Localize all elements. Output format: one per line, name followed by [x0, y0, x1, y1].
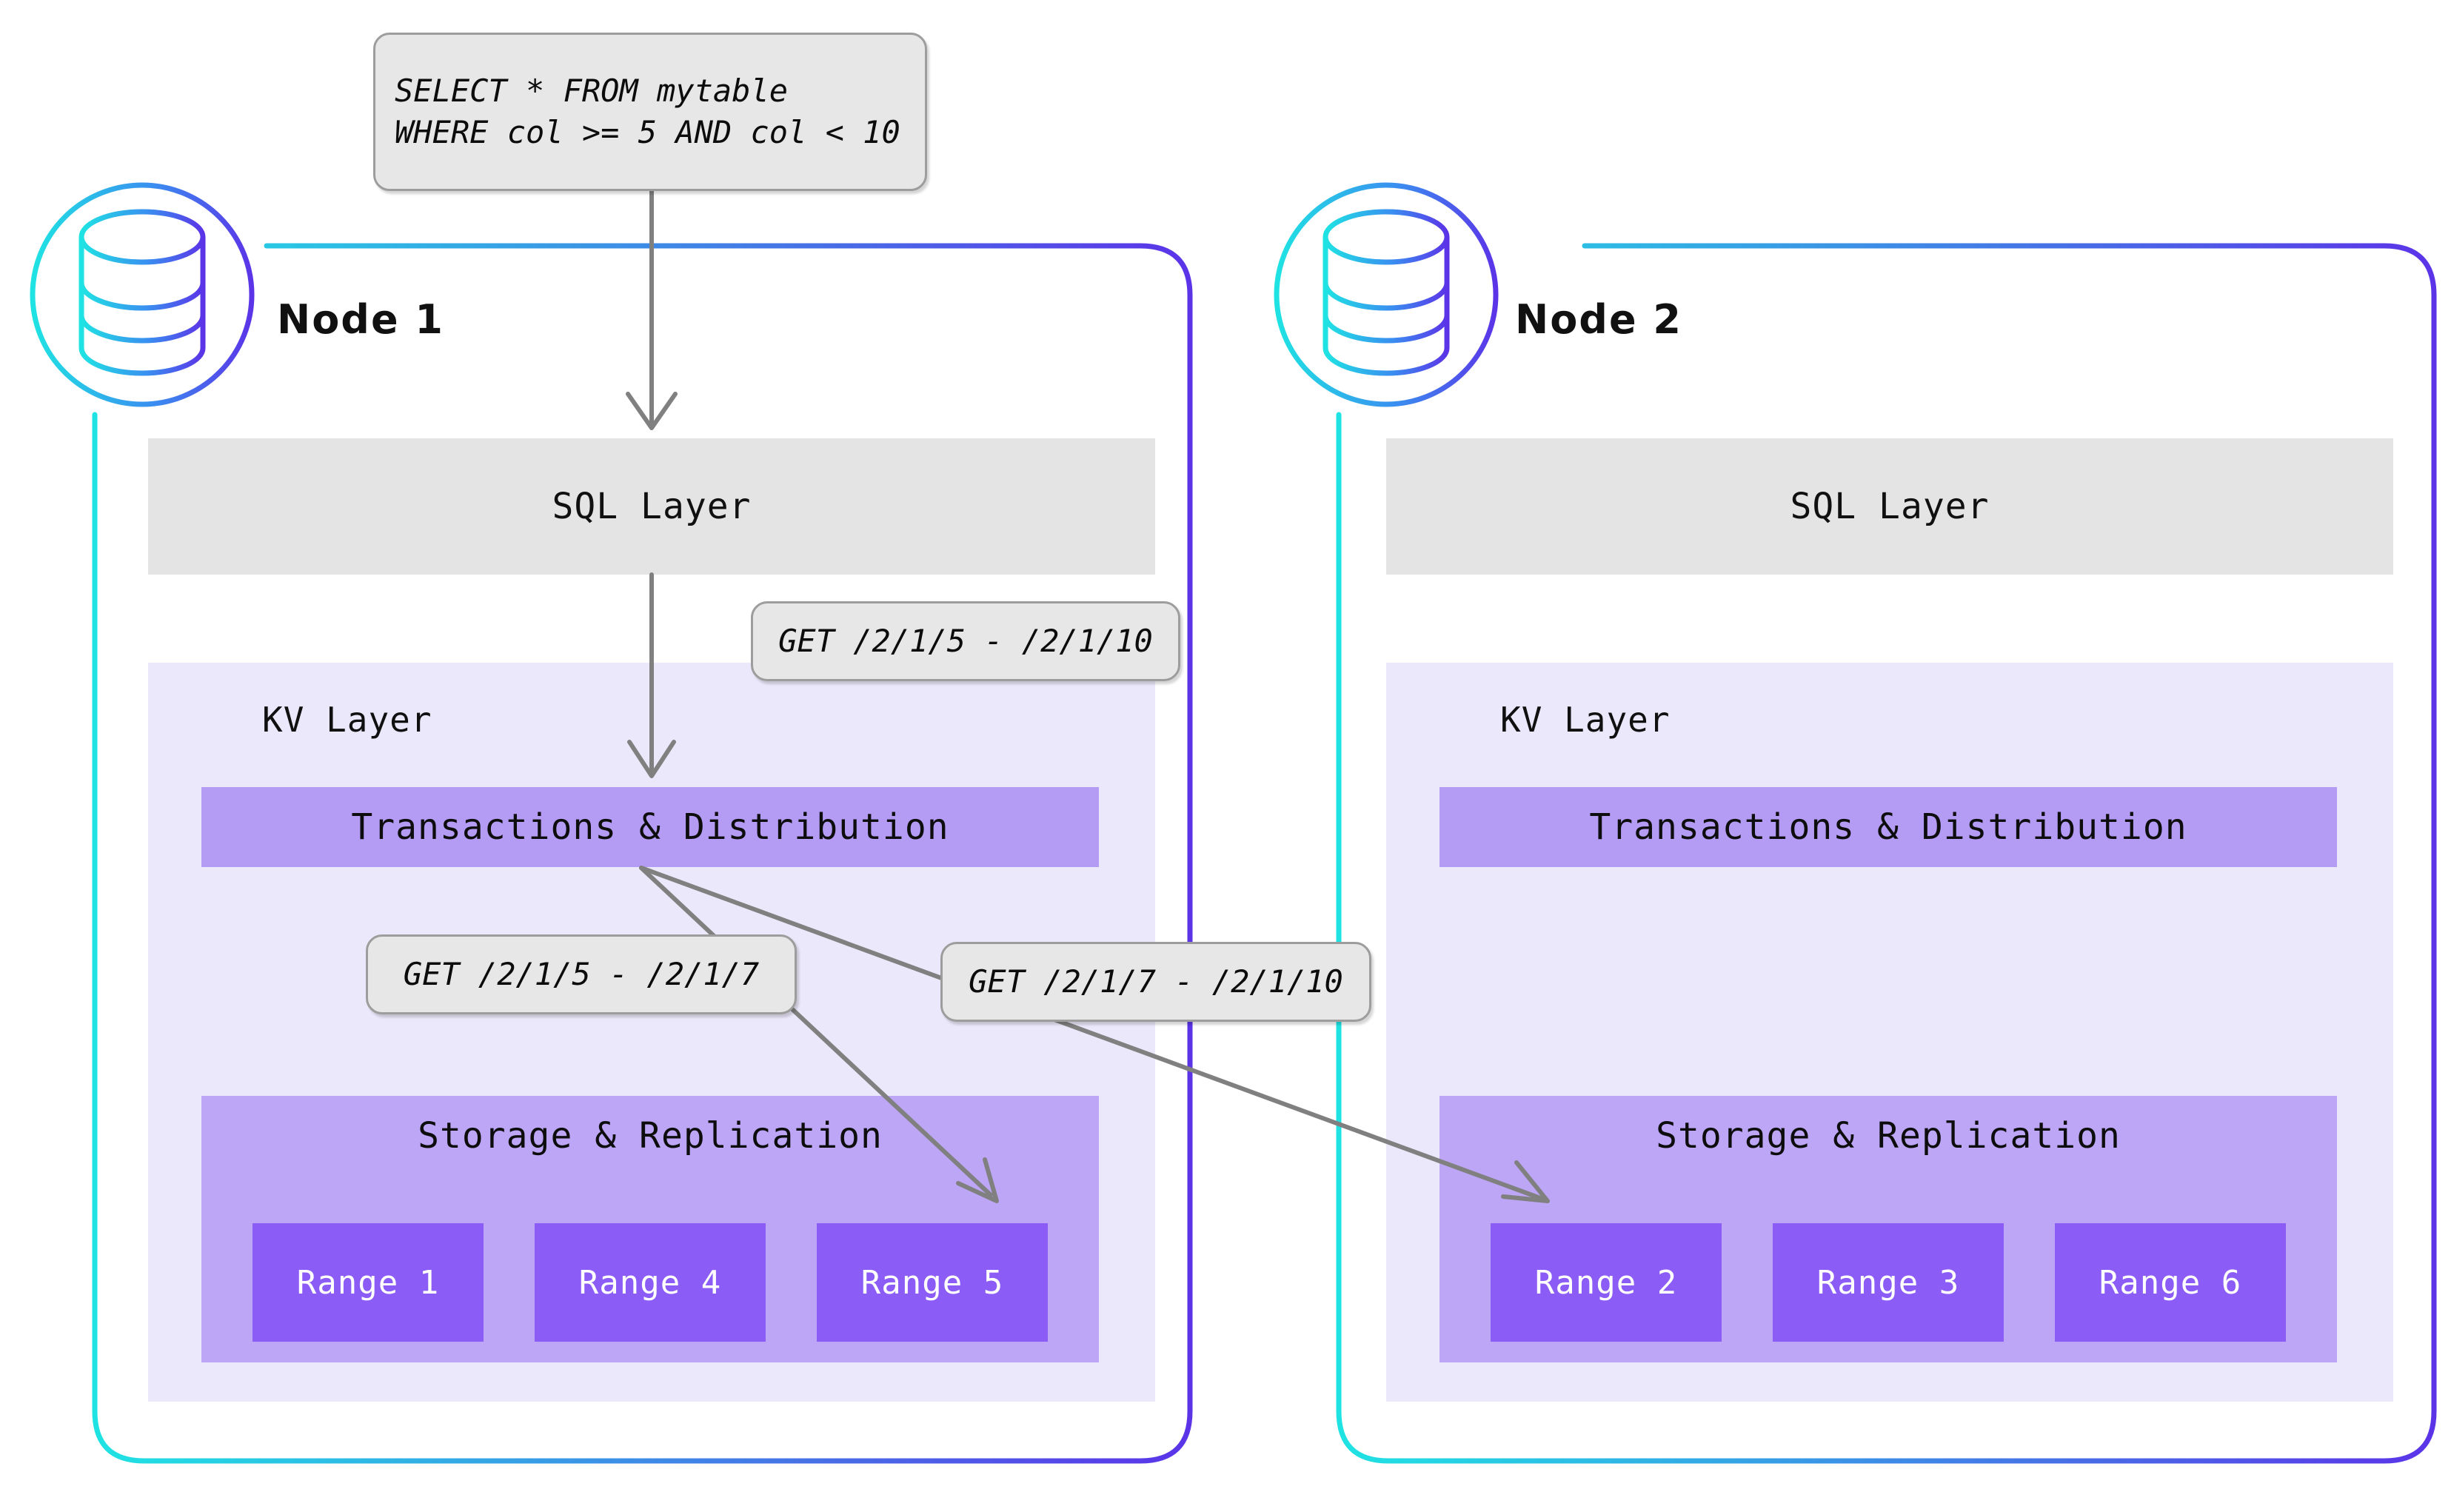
node-2-sql-layer: SQL Layer: [1386, 438, 2393, 575]
node-2-range-2[interactable]: Range 2: [1491, 1223, 1722, 1342]
node-2-transactions: Transactions & Distribution: [1439, 787, 2337, 867]
node-1-transactions: Transactions & Distribution: [201, 787, 1099, 867]
node-1-transactions-label: Transactions & Distribution: [351, 806, 949, 848]
node-2-range-6[interactable]: Range 6: [2055, 1223, 2286, 1342]
node-2-range-row: Range 2 Range 3 Range 6: [1439, 1223, 2337, 1342]
node-2-transactions-label: Transactions & Distribution: [1589, 806, 2187, 848]
arrowhead-query-to-sql: [626, 392, 678, 430]
node-2-range-3[interactable]: Range 3: [1773, 1223, 2004, 1342]
node-1-title: Node 1: [277, 296, 444, 343]
kv-request-label: GET /2/1/5 - /2/1/10: [778, 622, 1153, 659]
range-2-request-label: GET /2/1/7 - /2/1/10: [969, 963, 1343, 1000]
kv-request-callout: GET /2/1/5 - /2/1/10: [751, 601, 1180, 681]
node-2-storage: Storage & Replication Range 2 Range 3 Ra…: [1439, 1096, 2337, 1362]
node-2-database-icon: [1274, 182, 1499, 407]
node-2-storage-label: Storage & Replication: [1656, 1115, 2121, 1157]
range-2-request-callout: GET /2/1/7 - /2/1/10: [940, 942, 1371, 1022]
range-5-request-callout: GET /2/1/5 - /2/1/7: [366, 934, 797, 1014]
node-1-sql-layer-label: SQL Layer: [552, 486, 752, 527]
sql-query-line-2: WHERE col >= 5 AND col < 10: [395, 114, 900, 150]
node-2-sql-layer-label: SQL Layer: [1790, 486, 1990, 527]
node-1-range-4[interactable]: Range 4: [535, 1223, 766, 1342]
node-1-range-5[interactable]: Range 1: [253, 1223, 484, 1342]
node-2-title: Node 2: [1515, 296, 1682, 343]
node-1-storage-label: Storage & Replication: [418, 1115, 883, 1157]
range-5-request-label: GET /2/1/5 - /2/1/7: [403, 955, 760, 992]
node-1-range-5-target[interactable]: Range 5: [817, 1223, 1048, 1342]
node-2-kv-layer-label: KV Layer: [1500, 700, 1671, 740]
node-1-storage: Storage & Replication Range 1 Range 4 Ra…: [201, 1096, 1099, 1362]
node-1-sql-layer: SQL Layer: [148, 438, 1155, 575]
node-1-kv-layer-label: KV Layer: [262, 700, 432, 740]
node-1-database-icon: [30, 182, 255, 407]
sql-query-line-1: SELECT * FROM mytable: [395, 72, 789, 109]
sql-query-callout: SELECT * FROM mytable WHERE col >= 5 AND…: [373, 33, 927, 191]
node-1-range-row: Range 1 Range 4 Range 5: [201, 1223, 1099, 1342]
